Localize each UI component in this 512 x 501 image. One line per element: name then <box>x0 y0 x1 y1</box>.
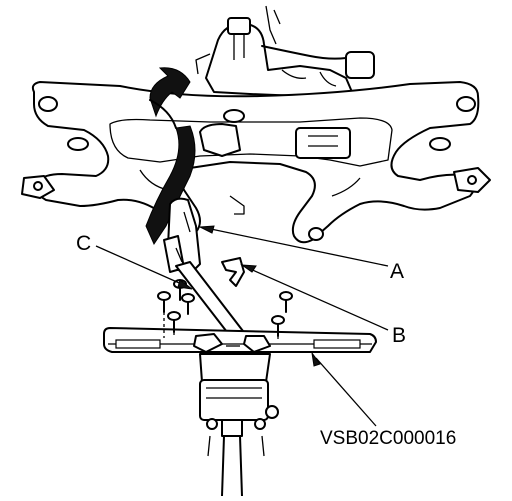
clip-part <box>221 257 245 287</box>
transmission-top <box>195 5 375 97</box>
mount-bracket <box>163 197 201 273</box>
bolt <box>181 293 195 315</box>
callout-label-b: B <box>392 324 406 347</box>
bolt <box>279 291 293 313</box>
subframe <box>21 81 491 244</box>
callout-leaders <box>95 225 389 427</box>
callout-label-c: C <box>76 232 91 255</box>
figure-code-label: VSB02C000016 <box>320 428 456 449</box>
callout-label-a: A <box>390 260 404 283</box>
rotation-arrow <box>145 67 196 246</box>
bolt <box>167 311 181 333</box>
bolt <box>271 315 285 337</box>
jack-support <box>103 261 377 497</box>
bolt <box>157 291 171 313</box>
